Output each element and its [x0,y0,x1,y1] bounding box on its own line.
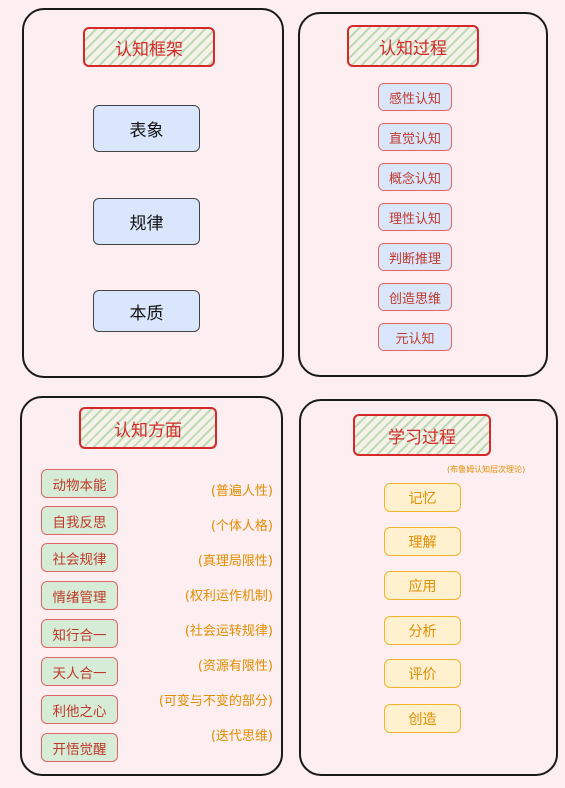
learning-item: 记忆 [384,483,461,512]
process-item: 元认知 [378,323,452,351]
process-item: 创造思维 [378,283,452,311]
aspects-note: (可变与不变的部分) [158,694,273,709]
learning-item: 分析 [384,616,461,645]
aspects-item: 自我反思 [41,506,118,535]
learning-title: 学习过程 [353,414,491,456]
aspects-item: 动物本能 [41,469,118,498]
aspects-note: (迭代思维) [210,729,273,744]
aspects-note: (权利运作机制) [184,589,273,604]
aspects-item: 天人合一 [41,657,118,686]
process-item: 概念认知 [378,163,452,191]
learning-item: 应用 [384,571,461,600]
process-item: 理性认知 [378,203,452,231]
aspects-note: (普遍人性) [210,484,273,499]
learning-hint: (布鲁姆认知层次理论) [447,465,526,474]
learning-item: 理解 [384,527,461,556]
learning-item: 评价 [384,659,461,688]
aspects-item: 知行合一 [41,619,118,648]
framework-item-law: 规律 [93,198,200,245]
aspects-note: (资源有限性) [197,659,273,674]
framework-item-appearance: 表象 [93,105,200,152]
aspects-note: (真理局限性) [197,554,273,569]
aspects-note: (个体人格) [210,519,273,534]
process-panel [298,12,548,377]
aspects-title: 认知方面 [79,407,217,449]
framework-item-essence: 本质 [93,290,200,332]
process-item: 判断推理 [378,243,452,271]
process-item: 感性认知 [378,83,452,111]
process-title: 认知过程 [347,25,479,67]
framework-title: 认知框架 [83,27,215,67]
aspects-item: 情绪管理 [41,581,118,610]
learning-item: 创造 [384,704,461,733]
aspects-note: (社会运转规律) [184,624,273,639]
aspects-item: 社会规律 [41,543,118,572]
process-item: 直觉认知 [378,123,452,151]
aspects-item: 利他之心 [41,695,118,724]
aspects-item: 开悟觉醒 [41,733,118,762]
